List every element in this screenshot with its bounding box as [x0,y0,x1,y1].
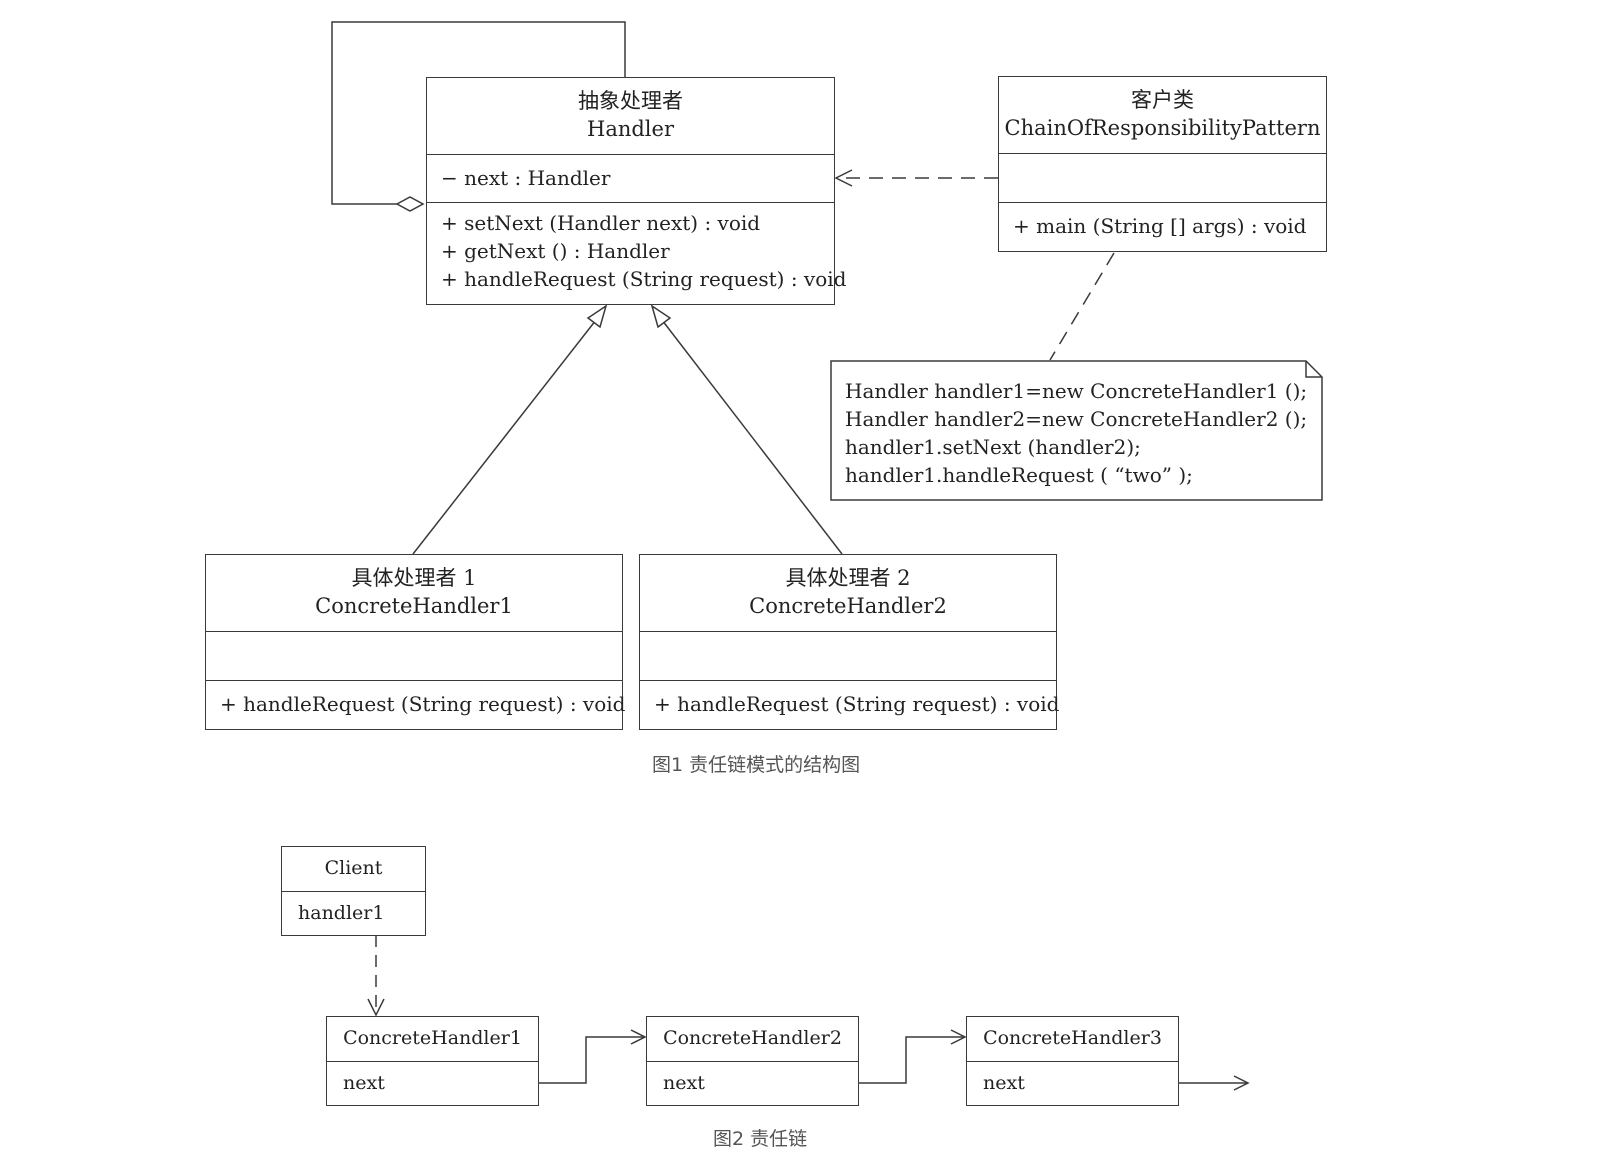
generalization-line-1 [412,319,597,555]
handler-node-1-title: ConcreteHandler1 [327,1017,538,1062]
aggregation-diamond [395,196,425,212]
handler-operation: + setNext (Handler next) : void [441,211,761,235]
chain-arrow-2 [858,1036,965,1084]
concrete-handler-1-operation: + handleRequest (String request) : void [220,692,626,716]
concrete-handler-1-operations: + handleRequest (String request) : void [206,681,626,718]
concrete-handler-1-title-en: ConcreteHandler1 [315,594,513,618]
concrete-handler-1-title: 具体处理者 1 ConcreteHandler1 [206,555,622,632]
handler-title-en: Handler [587,117,674,141]
handler-node-3-field: next [983,1072,1025,1094]
handler-operations: + setNext (Handler next) : void + getNex… [427,203,847,293]
handler-title-cn: 抽象处理者 [578,89,683,113]
client-object-title: Client [282,847,425,892]
concrete-handler-1-class: 具体处理者 1 ConcreteHandler1 + handleRequest… [205,554,626,730]
handler-node-2: ConcreteHandler2 next [646,1016,859,1106]
concrete-handler-1-title-cn: 具体处理者 1 [351,566,477,590]
note-text: Handler handler1=new ConcreteHandler1 ()… [845,377,1307,489]
figure-1-caption: 图1 责任链模式的结构图 [652,754,861,776]
handler-node-2-title: ConcreteHandler2 [647,1017,858,1062]
handler-operation: + handleRequest (String request) : void [441,267,847,291]
generalization-arrowhead-2 [650,304,672,329]
concrete-handler-2-title-en: ConcreteHandler2 [749,594,947,618]
handler-class-title: 抽象处理者 Handler [427,78,834,155]
concrete-handler-2-title: 具体处理者 2 ConcreteHandler2 [640,555,1056,632]
handler-attributes: − next : Handler [427,155,834,203]
concrete-handler-2-title-cn: 具体处理者 2 [785,566,911,590]
note-line: handler1.handleRequest ( “two” ); [845,463,1193,487]
client-operation: + main (String [] args) : void [1013,214,1307,238]
note-anchor-line [1049,252,1115,361]
note-fold [1305,361,1322,378]
concrete-handler-1-attributes [206,632,622,681]
chain-arrow-3-head [1233,1075,1250,1091]
concrete-handler-2-operations: + handleRequest (String request) : void [640,681,1060,718]
generalization-line-2 [661,319,843,555]
client-class: 客户类 ChainOfResponsibilityPattern + main … [998,76,1327,252]
handler-node-2-field: next [663,1072,705,1094]
figure-2-caption: 图2 责任链 [713,1128,808,1150]
client-operations: + main (String [] args) : void [999,203,1326,240]
note-line: Handler handler2=new ConcreteHandler2 ()… [845,407,1308,431]
dependency-arrowhead [834,169,853,187]
chain-arrow-2-head [950,1029,967,1045]
concrete-handler-2-attributes [640,632,1056,681]
handler-node-1: ConcreteHandler1 next [326,1016,539,1106]
note-line: handler1.setNext (handler2); [845,435,1141,459]
chain-arrow-1 [538,1036,645,1084]
note-line: Handler handler1=new ConcreteHandler1 ()… [845,379,1308,403]
self-aggregation-line [331,21,626,205]
handler-attribute: − next : Handler [441,166,611,190]
generalization-arrowhead-1 [586,304,608,329]
client-object-field: handler1 [298,902,385,924]
handler-class: 抽象处理者 Handler − next : Handler + setNext… [426,77,847,305]
client-title-cn: 客户类 [1131,88,1194,112]
concrete-handler-2-operation: + handleRequest (String request) : void [654,692,1060,716]
client-attributes [999,154,1326,203]
chain-arrow-1-head [630,1029,647,1045]
handler-operation: + getNext () : Handler [441,239,670,263]
client-class-title: 客户类 ChainOfResponsibilityPattern [999,77,1326,154]
handler-node-1-field: next [343,1072,385,1094]
concrete-handler-2-class: 具体处理者 2 ConcreteHandler2 + handleRequest… [639,554,1060,730]
client-reference-arrowhead [367,998,385,1017]
client-title-en: ChainOfResponsibilityPattern [1004,116,1321,140]
handler-node-3: ConcreteHandler3 next [966,1016,1179,1106]
note-shape [830,360,1323,501]
client-object: Client handler1 [281,846,426,936]
handler-node-3-title: ConcreteHandler3 [967,1017,1178,1062]
